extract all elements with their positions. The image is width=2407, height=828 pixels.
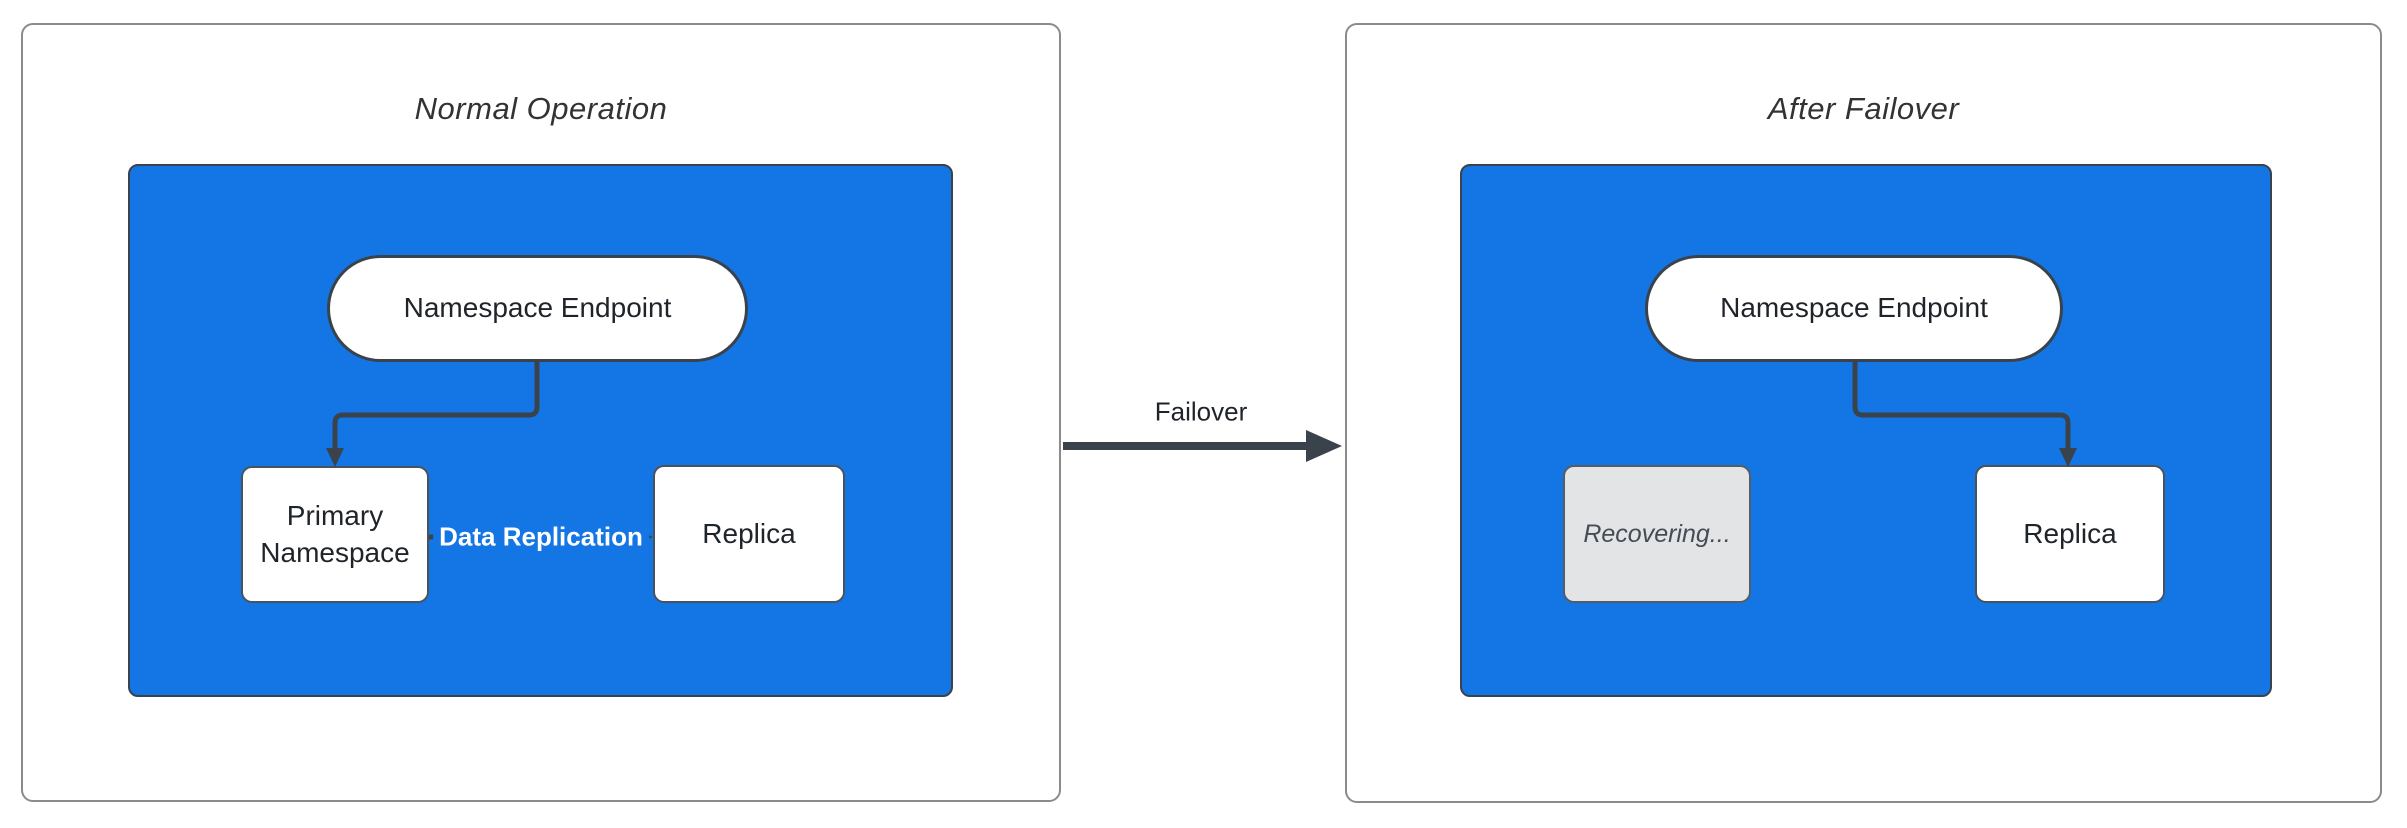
failover-edge-label: Failover — [1148, 396, 1254, 428]
normal-operation-cluster — [128, 164, 953, 697]
primary-namespace-node: Primary Namespace — [241, 466, 429, 603]
replica-node-left: Replica — [653, 465, 845, 603]
after-failover-title: After Failover — [1767, 91, 1960, 126]
normal-operation-title: Normal Operation — [414, 91, 668, 126]
namespace-endpoint-node-left: Namespace Endpoint — [327, 255, 748, 362]
failover-arrow — [1063, 430, 1342, 462]
namespace-endpoint-node-right: Namespace Endpoint — [1645, 255, 2063, 362]
primary-namespace-label: Primary Namespace — [260, 500, 410, 568]
recovering-node: Recovering... — [1563, 465, 1751, 603]
replica-node-right: Replica — [1975, 465, 2165, 603]
arrow-right-icon — [1306, 430, 1342, 462]
replica-label-left: Replica — [702, 517, 796, 549]
recovering-label: Recovering... — [1583, 519, 1731, 548]
data-replication-edge-label: Data Replication — [433, 518, 649, 556]
after-failover-cluster — [1460, 164, 2272, 697]
namespace-endpoint-label-right: Namespace Endpoint — [1720, 292, 1988, 324]
namespace-endpoint-label-left: Namespace Endpoint — [403, 292, 672, 324]
replica-label-right: Replica — [2023, 517, 2117, 549]
